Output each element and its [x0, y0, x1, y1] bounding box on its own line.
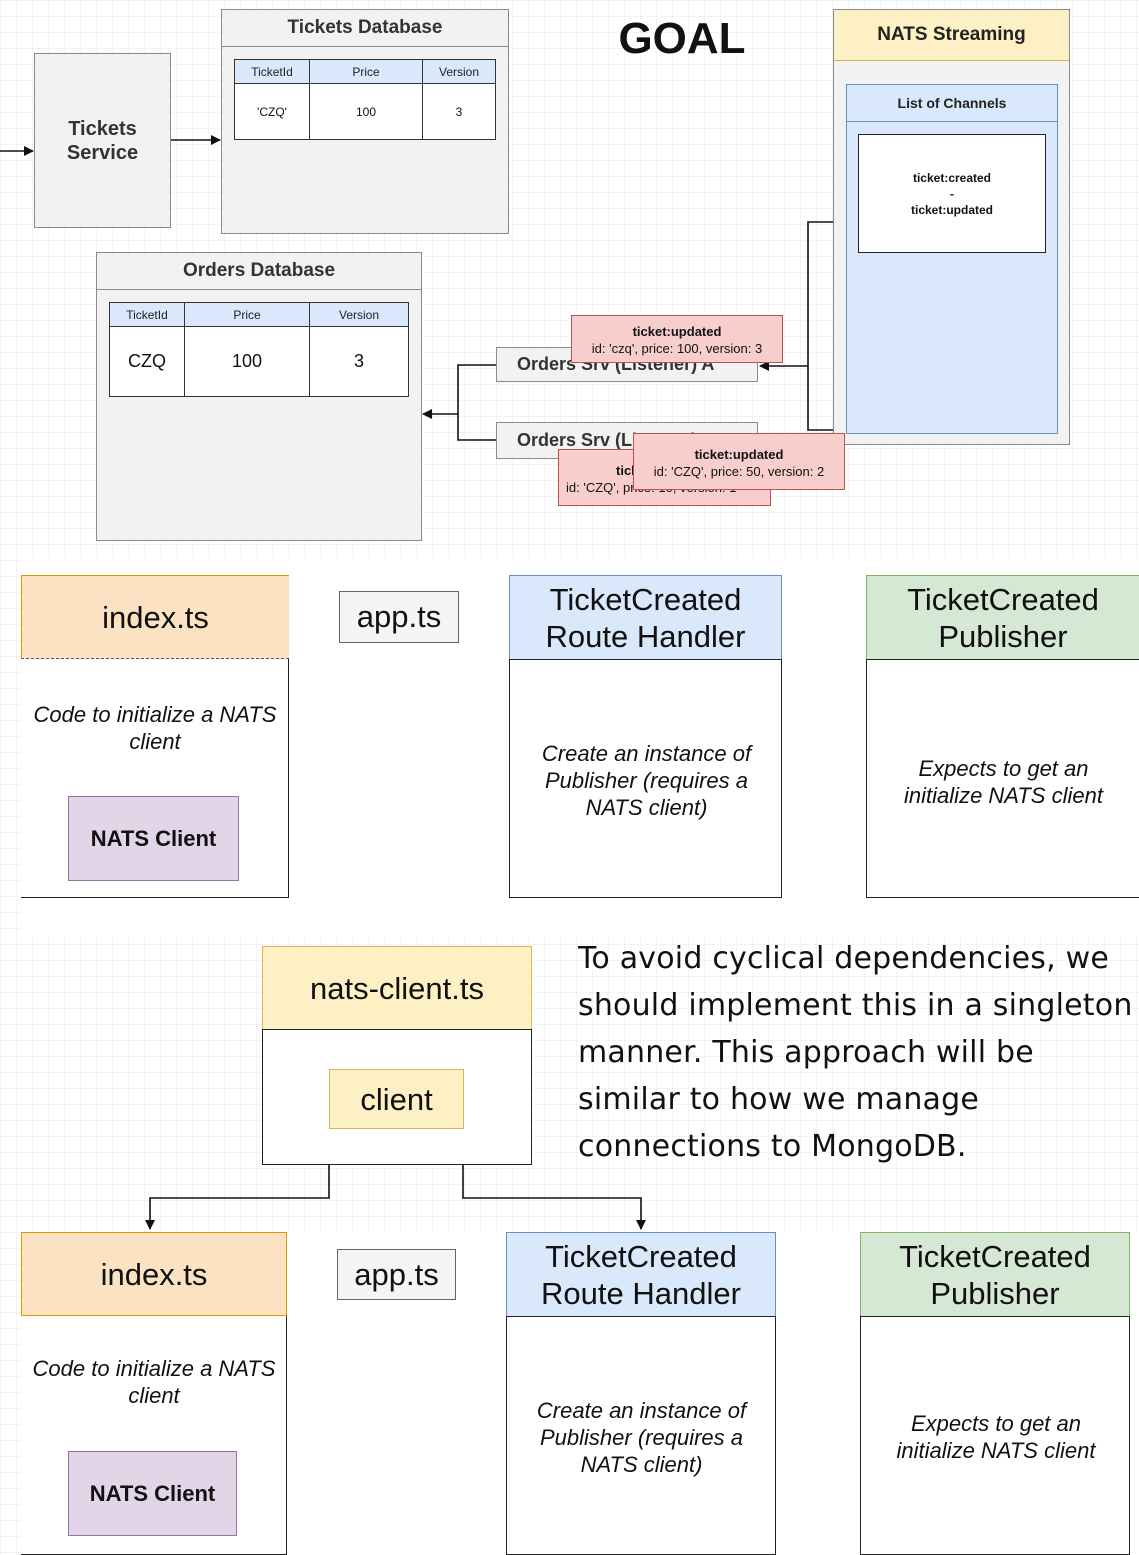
- route-handler-body-bottom: Create an instance of Publisher (require…: [506, 1316, 776, 1555]
- route-handler-description-bottom: Create an instance of Publisher (require…: [536, 1398, 747, 1477]
- orders-database-title: Orders Database: [97, 253, 421, 290]
- publisher-body: Expects to get an initialize NATS client: [866, 659, 1139, 898]
- publisher-description: Expects to get an initialize NATS client: [904, 756, 1103, 808]
- publisher-header[interactable]: TicketCreated Publisher: [866, 575, 1139, 660]
- client-box[interactable]: client: [329, 1069, 464, 1129]
- channel-ticket-updated: ticket:updated: [910, 203, 993, 217]
- route-handler-header[interactable]: TicketCreated Route Handler: [509, 575, 782, 660]
- event-card-a: ticket:updated id: 'czq', price: 100, ve…: [571, 315, 783, 363]
- app-ts-box[interactable]: app.ts: [339, 591, 459, 643]
- index-ts-description-bottom: Code to initialize a NATS client: [32, 1356, 276, 1408]
- event-card-b-front-title: ticket:updated: [694, 447, 784, 462]
- channel-list[interactable]: List of Channels ticket:created - ticket…: [846, 84, 1058, 434]
- event-card-a-body: id: 'czq', price: 100, version: 3: [591, 341, 763, 356]
- publisher-title-bottom: TicketCreated Publisher: [899, 1238, 1091, 1311]
- orders-database-table: TicketId Price Version CZQ 100 3: [109, 302, 409, 397]
- publisher-header-bottom[interactable]: TicketCreated Publisher: [860, 1232, 1130, 1317]
- tickets-col-price: Price: [309, 59, 423, 84]
- tickets-service-label: Tickets Service: [66, 117, 139, 164]
- orders-col-version: Version: [309, 302, 409, 327]
- tickets-database-title: Tickets Database: [222, 10, 508, 47]
- nats-client-file-body: client: [262, 1029, 532, 1165]
- nats-client-box-bottom[interactable]: NATS Client: [68, 1451, 237, 1536]
- index-ts-header[interactable]: index.ts: [21, 575, 289, 659]
- goal-title: GOAL: [618, 14, 746, 63]
- nats-client-file-header[interactable]: nats-client.ts: [262, 946, 532, 1030]
- line-listeners-merge: [457, 364, 496, 441]
- channel-list-title: List of Channels: [847, 85, 1057, 122]
- index-ts-body: Code to initialize a NATS client NATS Cl…: [21, 659, 289, 898]
- arrow-client-file-to-index: [145, 1165, 330, 1230]
- singleton-note: To avoid cyclical dependencies, we shoul…: [578, 941, 1133, 1164]
- arrow-client-file-to-route: [462, 1165, 646, 1230]
- nats-client-box[interactable]: NATS Client: [68, 796, 239, 881]
- tickets-col-version: Version: [422, 59, 496, 84]
- orders-cell-ticketid: CZQ: [109, 326, 185, 397]
- event-card-b-front-body: id: 'CZQ', price: 50, version: 2: [653, 464, 825, 479]
- route-handler-header-bottom[interactable]: TicketCreated Route Handler: [506, 1232, 776, 1317]
- nats-streaming-title: NATS Streaming: [834, 10, 1069, 61]
- route-handler-body: Create an instance of Publisher (require…: [509, 659, 782, 898]
- tickets-col-ticketid: TicketId: [234, 59, 310, 84]
- publisher-title: TicketCreated Publisher: [907, 581, 1099, 654]
- orders-cell-price: 100: [184, 326, 310, 397]
- route-handler-title-bottom: TicketCreated Route Handler: [541, 1238, 741, 1311]
- channel-box: ticket:created - ticket:updated: [858, 134, 1046, 253]
- tickets-cell-ticketid: 'CZQ': [234, 83, 310, 140]
- tickets-database[interactable]: Tickets Database TicketId Price Version …: [221, 9, 509, 234]
- orders-database[interactable]: Orders Database TicketId Price Version C…: [96, 252, 422, 541]
- route-handler-description: Create an instance of Publisher (require…: [541, 741, 752, 820]
- index-ts-title-bottom: index.ts: [100, 1256, 208, 1292]
- route-handler-title: TicketCreated Route Handler: [545, 581, 746, 654]
- tickets-cell-version: 3: [422, 83, 496, 140]
- nats-streaming[interactable]: NATS Streaming List of Channels ticket:c…: [833, 9, 1070, 445]
- channel-ticket-created: ticket:created: [912, 171, 992, 185]
- event-card-a-title: ticket:updated: [632, 324, 722, 339]
- publisher-description-bottom: Expects to get an initialize NATS client: [896, 1411, 1096, 1463]
- index-ts-description: Code to initialize a NATS client: [33, 702, 277, 754]
- channel-separator: -: [950, 187, 954, 201]
- orders-col-ticketid: TicketId: [109, 302, 185, 327]
- orders-cell-version: 3: [309, 326, 409, 397]
- event-card-b-front: ticket:updated id: 'CZQ', price: 50, ver…: [633, 433, 845, 490]
- nats-client-file-title: nats-client.ts: [309, 970, 484, 1006]
- index-ts-body-bottom: Code to initialize a NATS client NATS Cl…: [21, 1316, 287, 1555]
- app-ts-box-bottom[interactable]: app.ts: [337, 1249, 456, 1300]
- publisher-body-bottom: Expects to get an initialize NATS client: [860, 1316, 1130, 1555]
- index-ts-header-bottom[interactable]: index.ts: [21, 1232, 287, 1316]
- tickets-database-table: TicketId Price Version 'CZQ' 100 3: [234, 59, 496, 140]
- tickets-service-box[interactable]: Tickets Service: [34, 53, 171, 228]
- orders-col-price: Price: [184, 302, 310, 327]
- client-label: client: [360, 1081, 433, 1117]
- tickets-cell-price: 100: [309, 83, 423, 140]
- index-ts-title: index.ts: [102, 599, 209, 635]
